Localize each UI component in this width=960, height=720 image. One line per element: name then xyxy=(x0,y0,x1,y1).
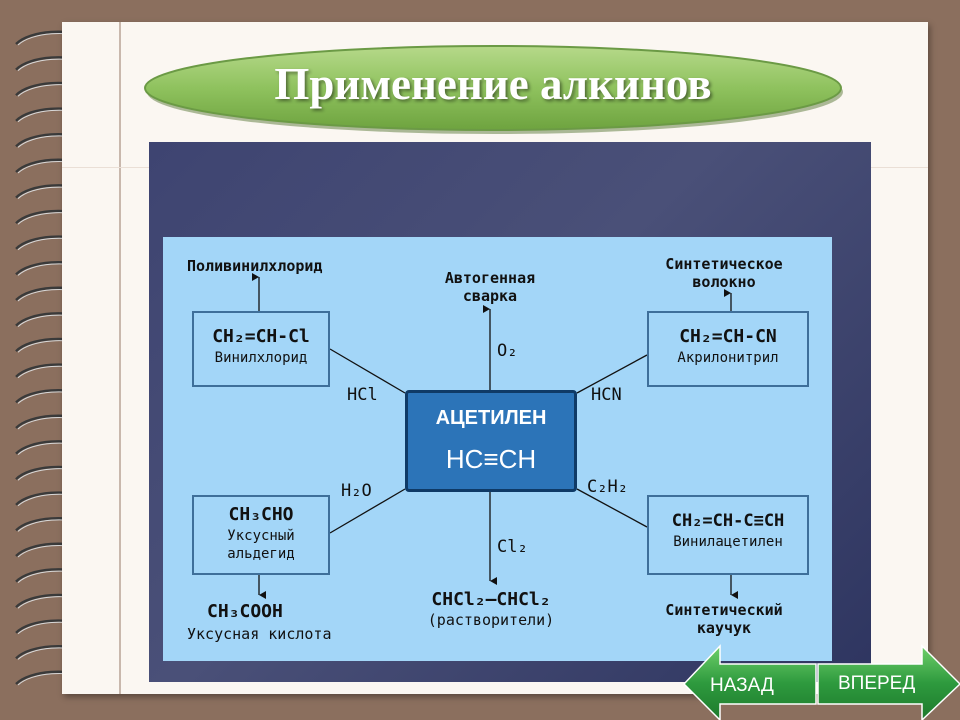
product-tetrachloroethane: CHCl₂–CHCl₂ xyxy=(431,589,551,610)
back-button[interactable]: НАЗАД xyxy=(710,675,774,696)
product-fiber-line2: волокно xyxy=(692,273,756,291)
reagent-cl2: Cl₂ xyxy=(497,537,528,557)
product-rubber-line2: каучук xyxy=(696,619,752,637)
product-solvents: (растворители) xyxy=(427,611,555,629)
name-acrylonitrile: Акрилонитрил xyxy=(677,350,779,366)
node-acrylonitrile: CH₂=CH-CN Акрилонитрил xyxy=(647,311,809,387)
formula-vinylacetylene: CH₂=CH-C≡CH xyxy=(671,511,785,531)
product-welding-line1: Автогенная xyxy=(444,269,536,287)
node-vinylacetylene: CH₂=CH-C≡CH Винилацетилен xyxy=(647,495,809,575)
connector-lines xyxy=(252,273,738,599)
product-rubber: Синтетический каучук xyxy=(649,601,799,637)
node-acetylene: АЦЕТИЛЕН HC≡CH xyxy=(405,390,577,492)
acetylene-name: АЦЕТИЛЕН xyxy=(435,407,547,429)
name-acetaldehyde-line2: альдегид xyxy=(227,546,295,562)
name-vinylacetylene: Винилацетилен xyxy=(673,534,783,550)
margin-line xyxy=(119,22,121,694)
product-fiber: Синтетическое волокно xyxy=(649,255,799,291)
back-arrow-shape[interactable] xyxy=(682,644,817,720)
product-fiber-line1: Синтетическое xyxy=(665,255,783,273)
product-rubber-line1: Синтетический xyxy=(665,601,783,619)
product-acetic-acid-name: Уксусная кислота xyxy=(187,625,332,643)
acetylene-formula: HC≡CH xyxy=(445,444,537,474)
reagent-hcl: HCl xyxy=(347,385,378,405)
reagent-c2h2: C₂H₂ xyxy=(587,477,628,497)
title-ellipse xyxy=(144,45,843,134)
page-title: Применение алкинов xyxy=(274,59,712,109)
reagent-o2: O₂ xyxy=(497,341,518,361)
node-acetaldehyde: CH₃CHO Уксусный альдегид xyxy=(192,495,330,575)
node-vinyl-chloride: CH₂=CH-Cl Винилхлорид xyxy=(192,311,330,387)
name-vinyl-chloride: Винилхлорид xyxy=(214,350,308,366)
formula-acrylonitrile: CH₂=CH-CN xyxy=(679,326,777,347)
forward-button[interactable]: ВПЕРЕД xyxy=(838,673,916,694)
acetylene-diagram: Поливинилхлорид CH₂=CH-Cl Винилхлорид HC… xyxy=(163,237,832,661)
product-pvc: Поливинилхлорид xyxy=(187,257,323,275)
product-welding: Автогенная сварка xyxy=(433,269,547,305)
reagent-h2o: H₂O xyxy=(341,481,372,501)
product-welding-line2: сварка xyxy=(462,287,518,305)
formula-acetaldehyde: CH₃CHO xyxy=(228,504,294,525)
formula-vinyl-chloride: CH₂=CH-Cl xyxy=(212,326,310,347)
product-acetic-acid-formula: CH₃COOH xyxy=(207,601,283,622)
reagent-hcn: HCN xyxy=(591,385,622,405)
forward-arrow-shape[interactable] xyxy=(817,644,960,720)
name-acetaldehyde-line1: Уксусный xyxy=(227,528,295,544)
